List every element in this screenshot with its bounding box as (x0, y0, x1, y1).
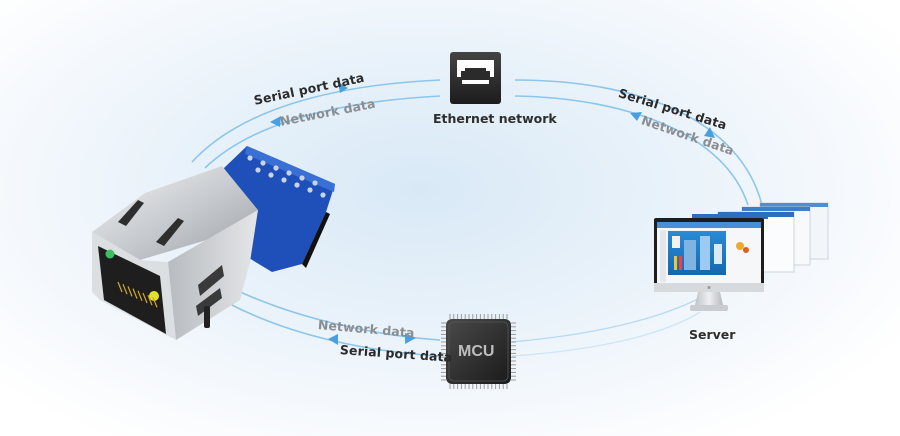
jack-contact-pin (122, 283, 128, 295)
jack-contact-pin (132, 288, 138, 299)
arc-module-ethernet-outer (191, 79, 441, 163)
ethernet-module-icon (92, 146, 335, 340)
jack-contact-pin (147, 294, 153, 306)
arrow-up-left-icon (630, 112, 642, 121)
arc-ethernet-server-outer (514, 79, 763, 206)
header-pin (255, 167, 261, 173)
header-pin (312, 180, 318, 186)
mcu-chip-label: MCU (458, 343, 495, 360)
header-pin (299, 175, 305, 181)
header-pin (307, 187, 313, 193)
monitor-icon (654, 202, 829, 311)
header-pin (320, 192, 326, 198)
arrow-right-icon (405, 333, 416, 344)
jack-contact-pin (142, 292, 148, 304)
header-pin (247, 155, 253, 161)
arc-module-ethernet-inner (204, 95, 441, 169)
jack-contact-pin (137, 290, 143, 302)
flow-arrows (270, 82, 715, 345)
header-pin (286, 170, 292, 176)
jack-contact-pin (152, 297, 158, 308)
arc-mcu-server-outer (511, 297, 701, 343)
rj45-port-icon (450, 52, 501, 104)
arrow-right-icon (338, 82, 348, 93)
jack-contact-pin (127, 286, 133, 297)
arc-module-mcu-outer (235, 289, 441, 341)
arrow-left-icon (270, 116, 281, 127)
microchip-icon (441, 314, 516, 389)
header-pin (268, 172, 274, 178)
arc-ethernet-server-inner (514, 95, 749, 206)
arrow-left-icon (328, 334, 338, 345)
jack-contact-pin (117, 281, 123, 293)
header-pin (294, 182, 300, 188)
ethernet-network-label: Ethernet network (433, 111, 557, 126)
header-pin (260, 160, 266, 166)
arrow-down-right-icon (704, 127, 715, 138)
header-pin (273, 165, 279, 171)
server-label: Server (689, 327, 736, 342)
header-pin (281, 177, 287, 183)
arc-mcu-server-inner (511, 311, 701, 357)
